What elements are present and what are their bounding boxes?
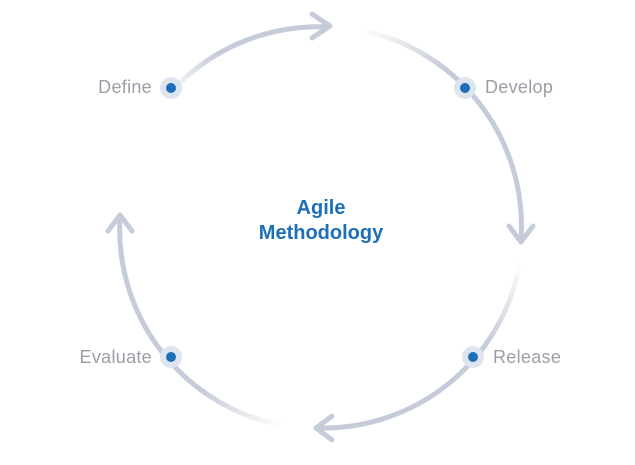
marker-develop xyxy=(454,77,476,99)
marker-evaluate xyxy=(160,346,182,368)
stage-label-develop: Develop xyxy=(485,77,554,97)
arc-define-to-develop xyxy=(119,24,331,193)
arc-evaluate-to-define xyxy=(117,214,303,431)
stage-label-define: Define xyxy=(98,77,152,97)
diagram-title: Agile Methodology xyxy=(221,196,421,246)
arrowhead-right xyxy=(506,223,536,245)
arrowhead-top xyxy=(309,11,333,41)
arrowhead-bottom xyxy=(313,413,335,443)
stage-label-release: Release xyxy=(493,347,562,367)
arrowhead-left xyxy=(105,212,135,234)
marker-define xyxy=(160,77,182,99)
arc-release-to-evaluate xyxy=(315,253,524,431)
marker-release xyxy=(462,346,484,368)
arc-develop-to-release xyxy=(337,24,524,243)
diagram-title-line-2: Methodology xyxy=(258,222,384,244)
diagram-title-line-1: Agile xyxy=(296,197,346,219)
stage-label-evaluate: Evaluate xyxy=(79,347,152,367)
